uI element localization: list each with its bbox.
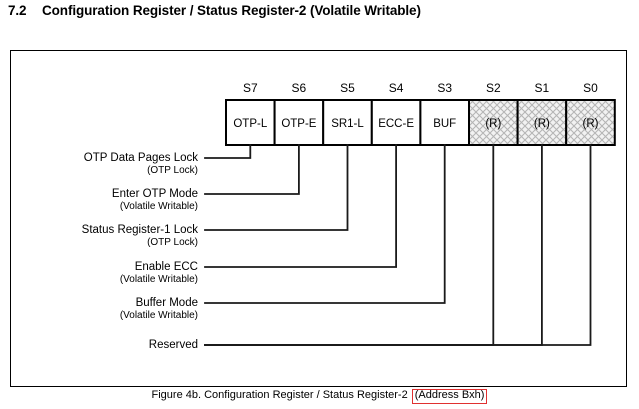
figure-frame bbox=[10, 50, 627, 387]
section-heading: 7.2 Configuration Register / Status Regis… bbox=[8, 3, 421, 18]
section-title: Configuration Register / Status Register… bbox=[42, 3, 421, 18]
caption-text: Figure 4b. Configuration Register / Stat… bbox=[151, 389, 411, 401]
figure-caption: Figure 4b. Configuration Register / Stat… bbox=[0, 389, 639, 404]
section-number: 7.2 bbox=[8, 3, 27, 18]
caption-address-highlight: (Address Bxh) bbox=[411, 389, 488, 404]
